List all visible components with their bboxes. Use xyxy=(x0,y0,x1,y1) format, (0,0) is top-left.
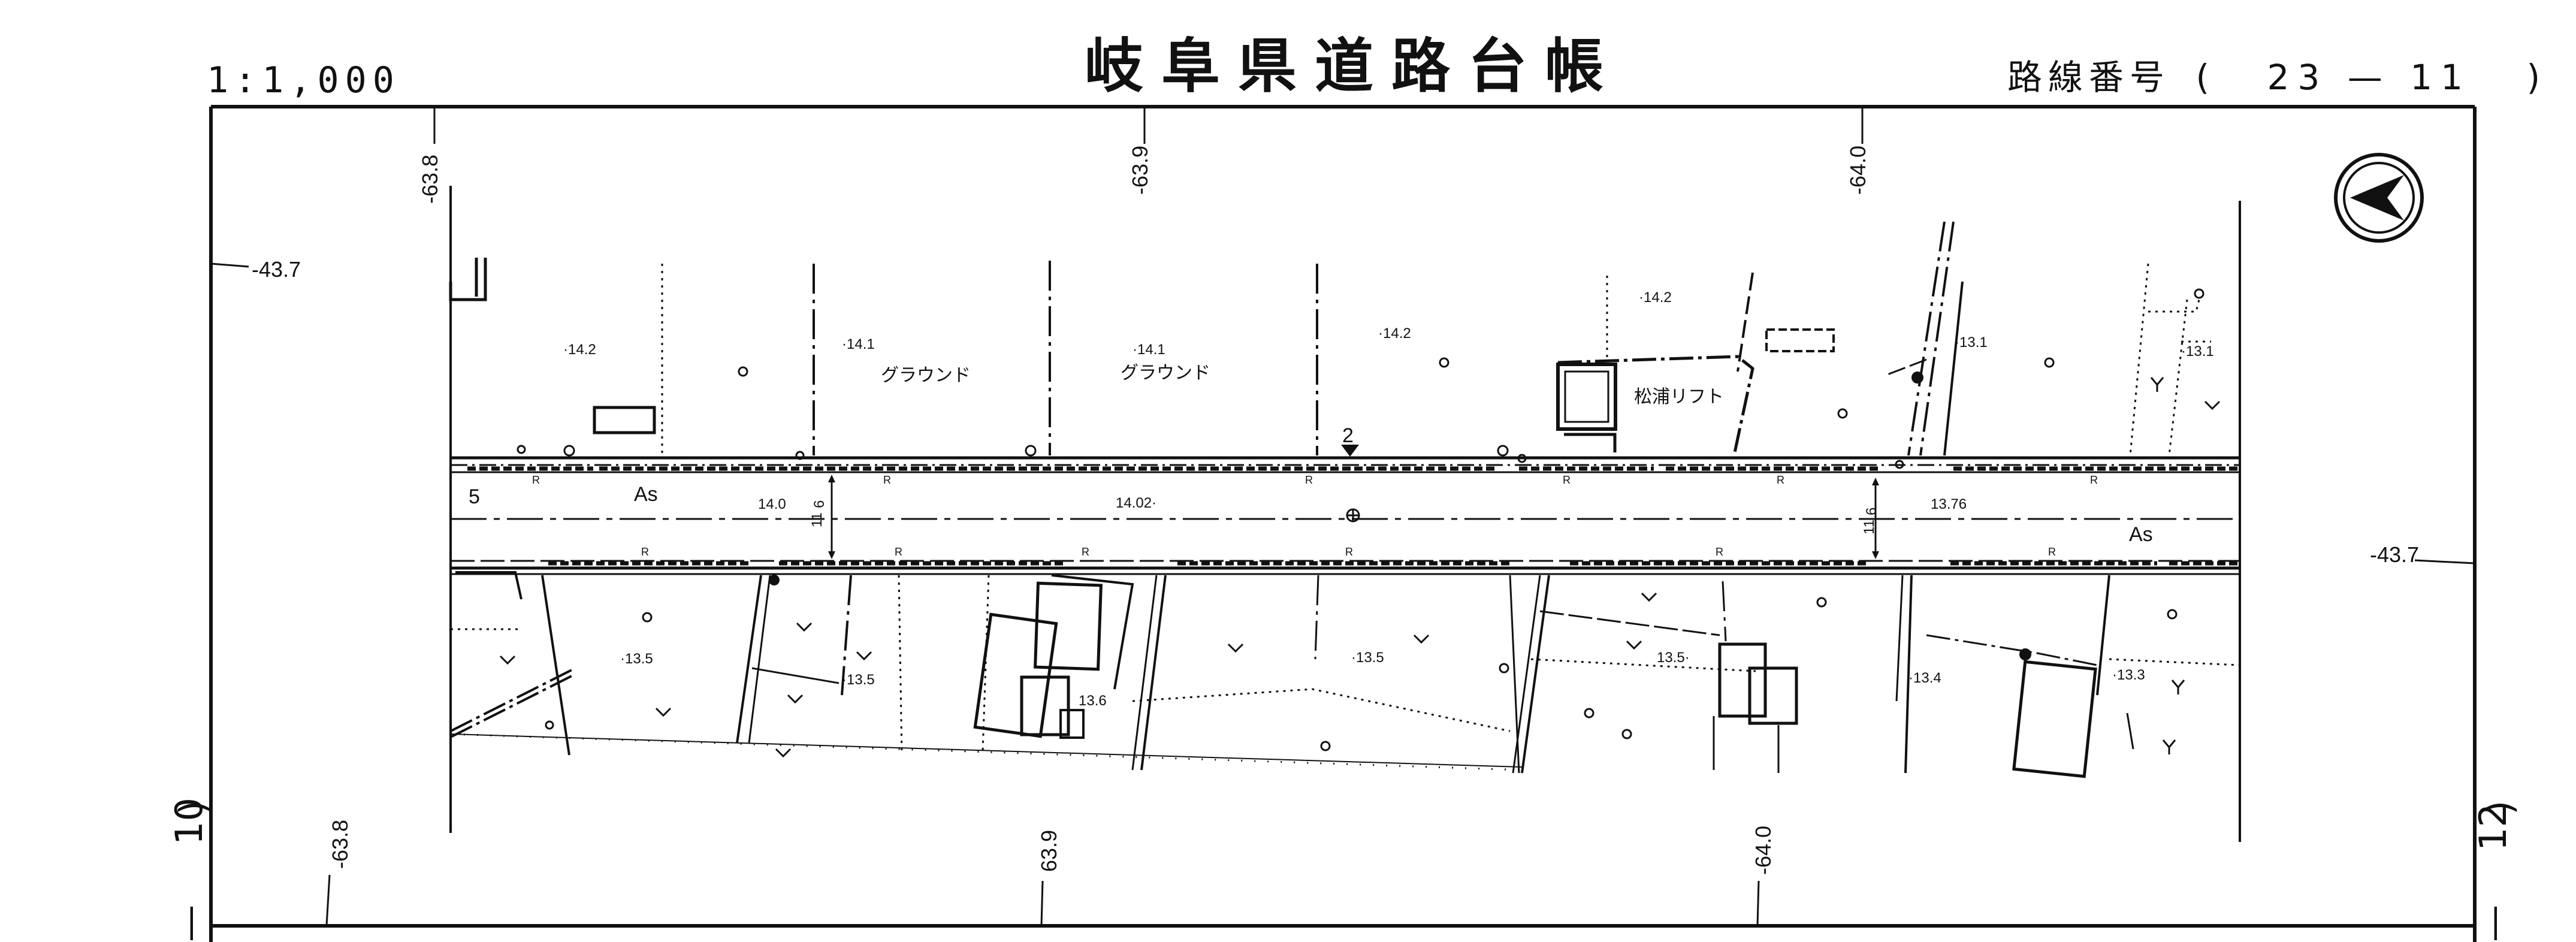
r-mark: R xyxy=(883,474,891,486)
width-label-3: 11 xyxy=(1861,520,1877,535)
r-mark: R xyxy=(1777,474,1784,486)
elevation-point: ·13.5 xyxy=(620,651,653,667)
elevation-point: ·14.1 xyxy=(1133,342,1165,358)
r-mark: R xyxy=(2090,474,2098,486)
surface-label-1: As xyxy=(634,483,658,506)
elevation-point: 13.76 xyxy=(1931,496,1967,512)
elevation-point: ·13.4 xyxy=(1908,670,1941,686)
marker-label: 2 xyxy=(1342,424,1354,447)
r-mark: R xyxy=(2048,546,2056,558)
elevation-point: ·14.1 xyxy=(842,336,875,352)
r-mark: R xyxy=(1082,546,1089,558)
elevation-point: 14.02· xyxy=(1116,495,1157,511)
ground-label-1: グラウンド xyxy=(881,366,971,385)
width-label-2: 6 xyxy=(811,500,828,508)
r-mark: R xyxy=(1563,474,1571,486)
elevation-point: ·13.5 xyxy=(1351,650,1384,666)
width-label-1: 11 xyxy=(809,512,825,527)
surface-label-2: As xyxy=(2129,523,2153,546)
r-mark: R xyxy=(895,546,902,558)
width-label-4: 6 xyxy=(1864,507,1880,515)
elevation-point: ·14.2 xyxy=(1378,325,1411,342)
grid-label-left: -43.7 xyxy=(252,257,301,282)
elevation-point: 14.0 xyxy=(758,496,786,512)
road-start-label: 5 xyxy=(469,485,480,508)
north-arrow-icon xyxy=(2334,153,2424,243)
elevation-point: ·13.1 xyxy=(2181,343,2214,360)
route-number-value: 23 — 11 xyxy=(2267,57,2472,98)
page-title: 岐阜県道路台帳 xyxy=(1085,32,1622,101)
grid-label-right: -43.7 xyxy=(2370,542,2420,567)
elevation-point: 13.6 xyxy=(1079,693,1107,709)
elevation-point: 13.5· xyxy=(1657,650,1690,666)
elevation-point: ·13.1 xyxy=(1955,334,1988,351)
route-close-paren: ) xyxy=(2526,57,2547,98)
r-mark: R xyxy=(1305,474,1313,486)
r-mark: R xyxy=(1716,546,1723,558)
business-label: 松浦リフト xyxy=(1634,387,1724,407)
route-number: 路線番号 ( 23 — 11 ) xyxy=(2007,60,2546,95)
elevation-point: ·14.2 xyxy=(563,342,596,358)
elevation-point: ·13.5 xyxy=(842,672,875,688)
r-mark: R xyxy=(1345,546,1353,558)
elevation-point: ·14.2 xyxy=(1639,289,1672,306)
route-number-label: 路線番号 xyxy=(2007,57,2171,98)
ground-label-2: グラウンド xyxy=(1121,363,1210,383)
elevation-point: ·13.3 xyxy=(2112,667,2145,683)
r-mark: R xyxy=(641,546,649,558)
r-mark: R xyxy=(532,474,540,486)
map-scale: 1:1,000 xyxy=(207,59,400,101)
route-open-paren: ( xyxy=(2196,57,2216,98)
